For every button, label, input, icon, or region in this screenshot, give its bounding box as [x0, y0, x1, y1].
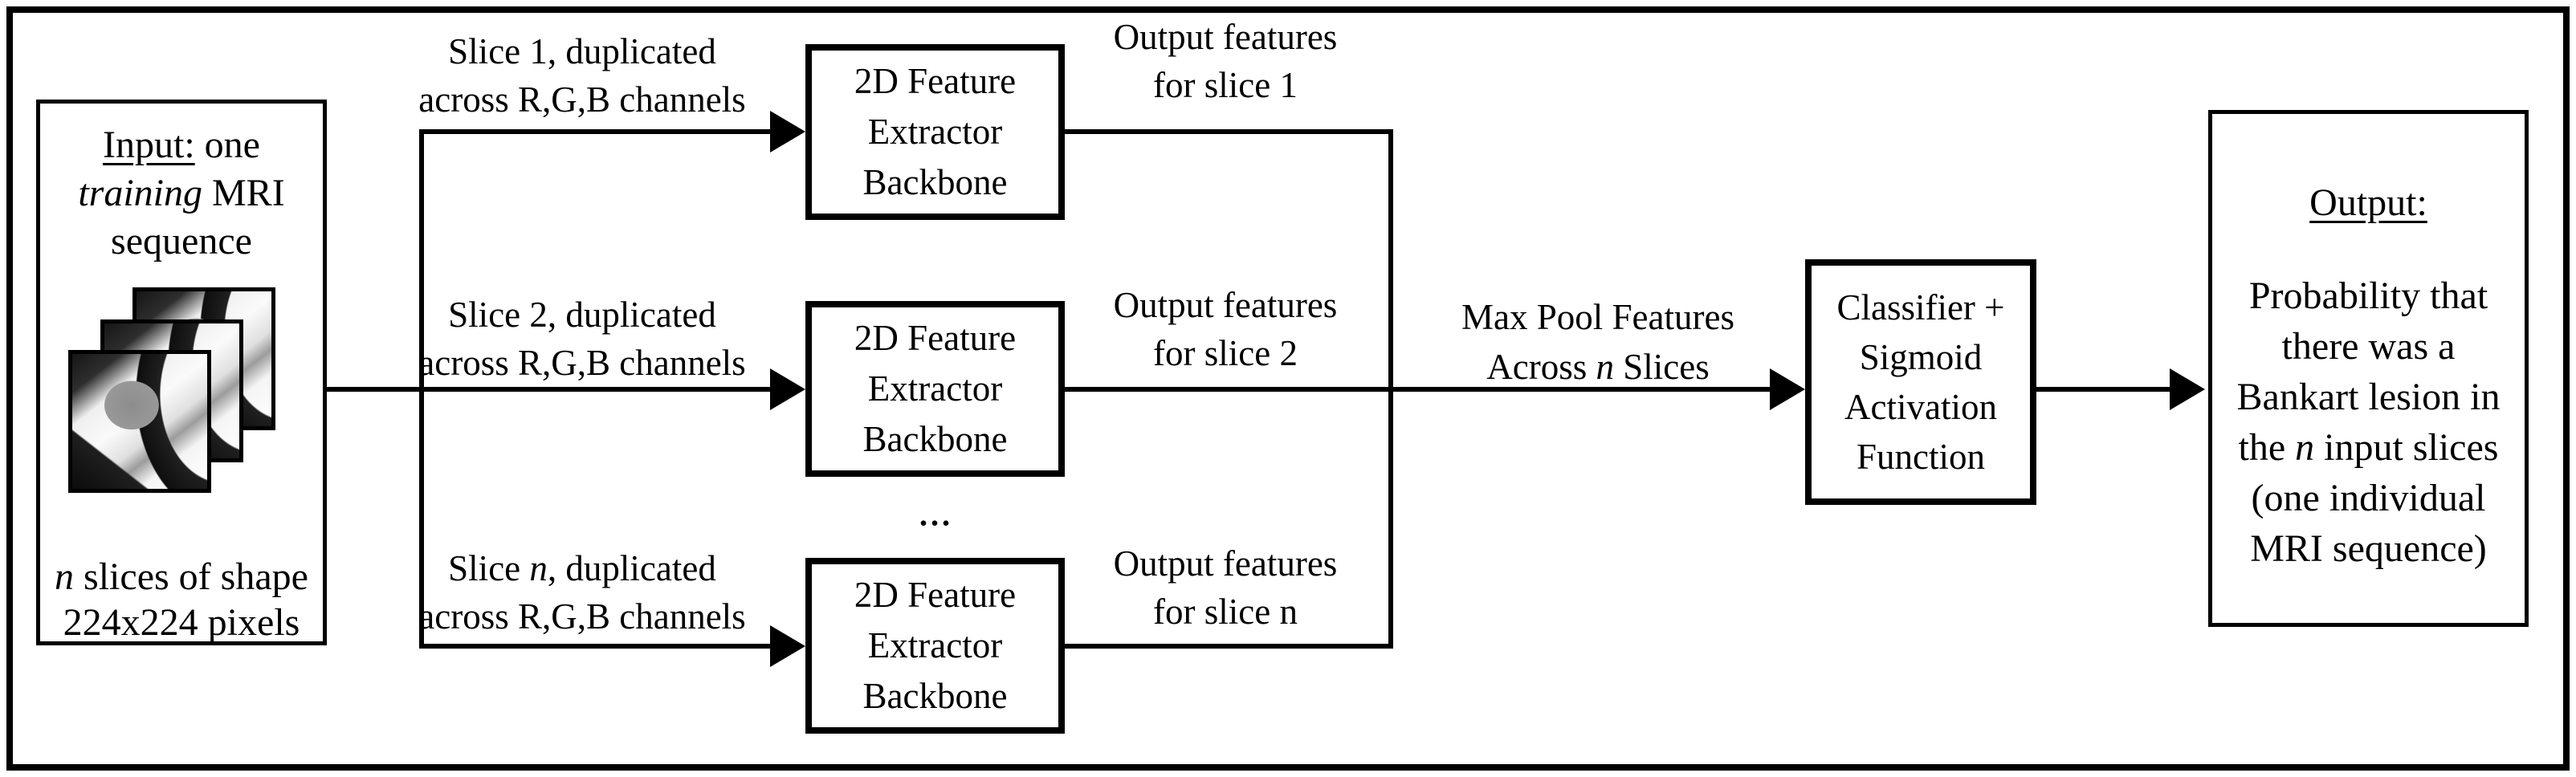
max-pool-label-line1: Max Pool Features	[1461, 297, 1734, 337]
input-caption-line2: 224x224 pixels	[63, 601, 300, 644]
input-caption-line1-rest: slices of shape	[74, 555, 308, 598]
slice2-label-line1: Slice 2, duplicated	[377, 291, 787, 339]
classifier-line3: Activation	[1844, 387, 1997, 427]
input-heading-line2: training MRI	[40, 169, 323, 218]
output-features-slicen-label: Output features for slice n	[1073, 539, 1378, 636]
arrowhead-into-backbone-1	[770, 111, 805, 153]
slicen-label: Slice n, duplicated across R,G,B channel…	[377, 544, 787, 641]
slice2-label-line2: across R,G,B channels	[418, 343, 746, 383]
slice1-suffix: , duplicated	[547, 31, 716, 71]
backbone-box-2: 2D Feature Extractor Backbone	[805, 301, 1065, 477]
backbone2-line3: Backbone	[862, 419, 1008, 459]
output-features-slice2-line1: Output features	[1113, 285, 1338, 325]
backbone3-line2: Extractor	[867, 625, 1003, 665]
max-pool-arrow-line	[1062, 387, 1771, 392]
slice2-suffix: , duplicated	[547, 295, 716, 335]
output-line4-pre: the	[2238, 426, 2296, 469]
input-box: Input: one training MRI sequence n slice…	[36, 100, 327, 645]
output-body-line5: (one individual	[2251, 477, 2486, 519]
input-caption: n slices of shape 224x224 pixels	[32, 554, 331, 645]
input-caption-line1: n slices of shape	[32, 554, 331, 600]
slice1-label-line2: across R,G,B channels	[418, 79, 746, 120]
arrow-line-slice1-to-backbone	[419, 129, 772, 134]
output-body-line4: the n input slices	[2206, 422, 2531, 473]
training-word: training	[78, 172, 202, 214]
backbone2-line2: Extractor	[867, 368, 1003, 409]
backbone-box-1: 2D Feature Extractor Backbone	[805, 44, 1065, 220]
output-body-line2: there was a	[2281, 325, 2456, 368]
output-body-line1: Probability that	[2248, 275, 2488, 317]
output-body: Probability that there was a Bankart les…	[2206, 271, 2531, 574]
output-label: Output:	[2309, 181, 2427, 224]
backbone3-line1: 2D Feature	[854, 575, 1017, 615]
slice1-label-line1: Slice 1, duplicated	[377, 27, 787, 75]
arrowhead-into-backbone-2	[770, 368, 805, 410]
output-features-slice1-label: Output features for slice 1	[1073, 13, 1378, 109]
max-pool-line2-post: Slices	[1613, 347, 1710, 387]
arrow-line-slicen-to-backbone	[419, 644, 772, 649]
max-pool-line2-pre: Across	[1486, 347, 1596, 387]
n-symbol: n	[55, 555, 75, 598]
backbone-box-3: 2D Feature Extractor Backbone	[805, 558, 1065, 734]
slice2-id: 2	[529, 295, 548, 335]
classifier-line1: Classifier +	[1836, 287, 2005, 327]
slicen-suffix: , duplicated	[547, 548, 716, 588]
output-box: Output: Probability that there was a Ban…	[2208, 110, 2529, 627]
input-heading-line1-rest: one	[194, 124, 260, 166]
output-features-slicen-line1: Output features	[1113, 543, 1338, 584]
classifier-box: Classifier + Sigmoid Activation Function	[1805, 259, 2036, 505]
backbone1-line2: Extractor	[867, 112, 1003, 152]
slice2-label: Slice 2, duplicated across R,G,B channel…	[377, 291, 787, 387]
max-pool-label-line2: Across n Slices	[1405, 342, 1791, 392]
slice1-label: Slice 1, duplicated across R,G,B channel…	[377, 27, 787, 124]
output-features-slice2-label: Output features for slice 2	[1073, 281, 1378, 377]
slice1-prefix: Slice	[448, 31, 530, 71]
arrowhead-into-output	[2170, 368, 2205, 410]
output-line-slice1	[1062, 129, 1392, 134]
ellipsis-more-slices: ...	[918, 486, 952, 535]
slicen-prefix: Slice	[448, 548, 530, 588]
slicen-label-line2: across R,G,B channels	[418, 596, 746, 637]
output-line-slicen	[1062, 644, 1392, 649]
backbone2-line1: 2D Feature	[854, 318, 1017, 358]
input-heading-line3: sequence	[111, 220, 252, 262]
classifier-line2: Sigmoid	[1859, 337, 1983, 377]
output-n-symbol: n	[2295, 426, 2315, 469]
backbone1-line1: 2D Feature	[854, 61, 1017, 101]
input-heading-line2-rest: MRI	[202, 172, 285, 214]
slice2-prefix: Slice	[448, 295, 530, 335]
output-features-slicen-line2: for slice n	[1153, 592, 1298, 632]
arrow-line-slice2-to-backbone	[323, 387, 772, 392]
classifier-line4: Function	[1856, 437, 1985, 477]
output-body-line3: Bankart lesion in	[2236, 376, 2501, 418]
classifier-output-arrow-line	[2036, 387, 2171, 392]
output-body-line6: MRI sequence)	[2250, 527, 2487, 570]
output-features-slice1-line1: Output features	[1113, 17, 1338, 57]
input-heading-line1: Input: one	[40, 121, 323, 169]
slice1-id: 1	[529, 31, 548, 71]
slicen-id: n	[529, 548, 548, 588]
slicen-label-line1: Slice n, duplicated	[377, 544, 787, 592]
max-pool-label: Max Pool Features Across n Slices	[1405, 292, 1791, 392]
figure-border	[6, 6, 2570, 771]
output-line4-post: input slices	[2314, 426, 2499, 469]
output-features-slice1-line2: for slice 1	[1153, 65, 1298, 105]
arrowhead-into-classifier	[1770, 368, 1805, 410]
input-label: Input:	[103, 124, 195, 166]
mri-slice-thumbnail-front	[68, 350, 211, 493]
output-heading: Output:	[2212, 181, 2525, 226]
arrowhead-into-backbone-3	[770, 625, 805, 667]
max-pool-n-symbol: n	[1596, 347, 1614, 387]
backbone3-line3: Backbone	[862, 676, 1008, 716]
output-features-slice2-line2: for slice 2	[1153, 333, 1298, 373]
input-heading: Input: one training MRI sequence	[40, 121, 323, 266]
backbone1-line3: Backbone	[862, 162, 1008, 202]
